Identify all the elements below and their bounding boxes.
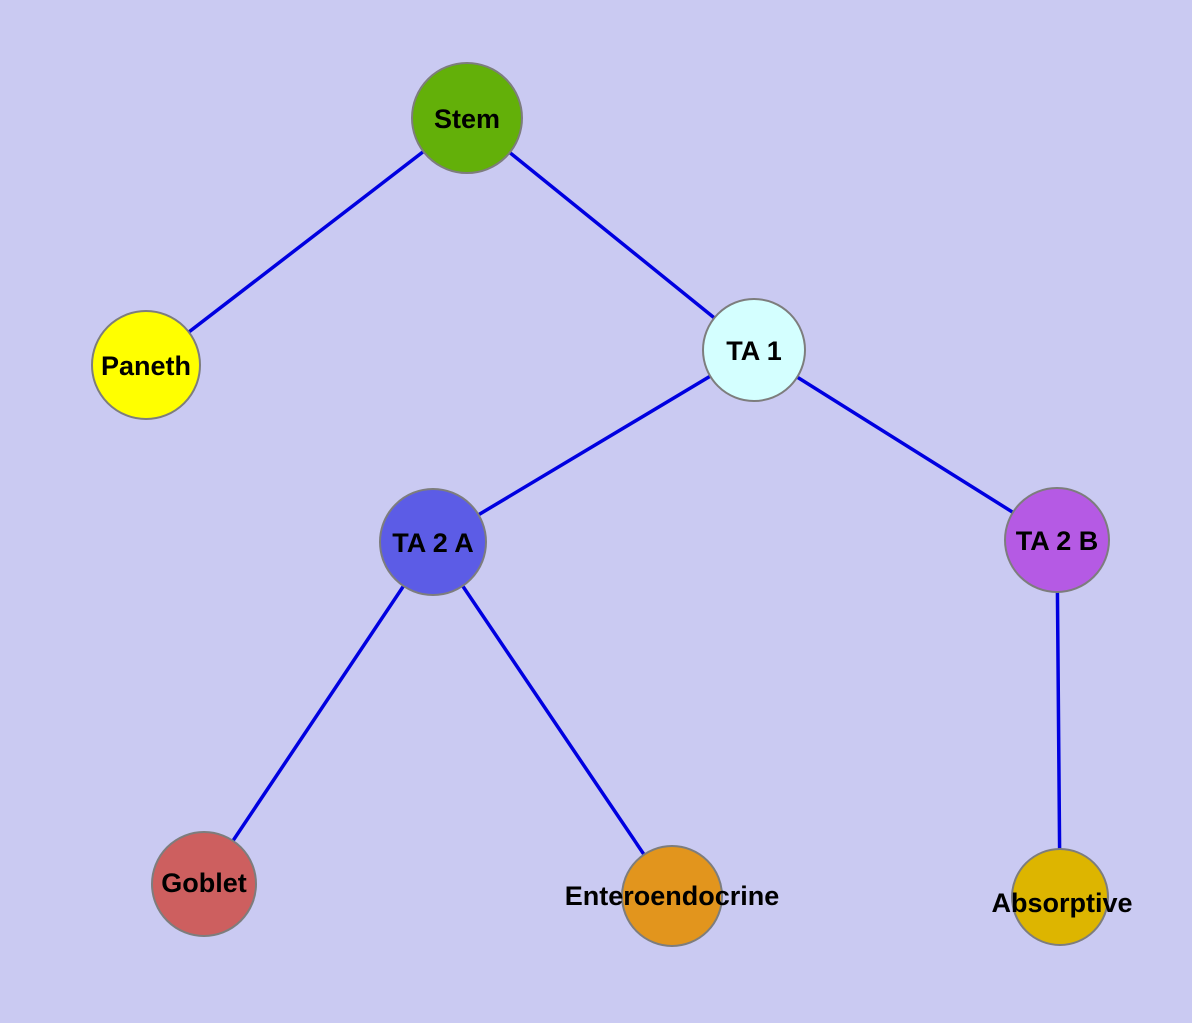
node-goblet: Goblet [151,831,257,937]
node-paneth: Paneth [91,310,201,420]
edge-stem-ta1 [465,116,756,352]
node-ta2b: TA 2 B [1004,487,1110,593]
node-ta1-circle[interactable] [702,298,806,402]
node-ta2a-circle[interactable] [379,488,487,596]
edge-layer [144,116,1062,899]
node-ta2a-label: TA 2 A [392,528,474,558]
node-absorptive-circle[interactable] [1011,848,1109,946]
node-paneth-label: Paneth [101,351,191,381]
node-ta2a: TA 2 A [379,488,487,596]
node-layer: Stem Paneth TA 1 TA 2 A TA 2 B Goblet En… [91,62,1133,947]
node-goblet-label: Goblet [161,868,247,898]
node-stem: Stem [411,62,523,174]
node-enteroendocrine-label: Enteroendocrine [565,881,780,911]
node-goblet-circle[interactable] [151,831,257,937]
node-paneth-circle[interactable] [91,310,201,420]
node-stem-circle[interactable] [411,62,523,174]
edge-ta1-ta2a [431,348,756,544]
node-absorptive: Absorptive [991,848,1133,946]
edge-ta1-ta2b [752,348,1059,542]
node-enteroendocrine: Enteroendocrine [565,845,780,947]
edge-ta2a-goblet [202,540,435,886]
node-enteroendocrine-circle[interactable] [621,845,723,947]
node-ta2b-label: TA 2 B [1016,526,1099,556]
edge-stem-paneth [144,116,469,367]
edge-ta2a-enteroendocrine [431,540,674,898]
node-absorptive-label: Absorptive [991,888,1132,918]
node-stem-label: Stem [434,104,500,134]
node-ta1-label: TA 1 [726,336,782,366]
edge-ta2b-absorptive [1055,538,1062,899]
node-ta2b-circle[interactable] [1004,487,1110,593]
node-ta1: TA 1 [702,298,806,402]
